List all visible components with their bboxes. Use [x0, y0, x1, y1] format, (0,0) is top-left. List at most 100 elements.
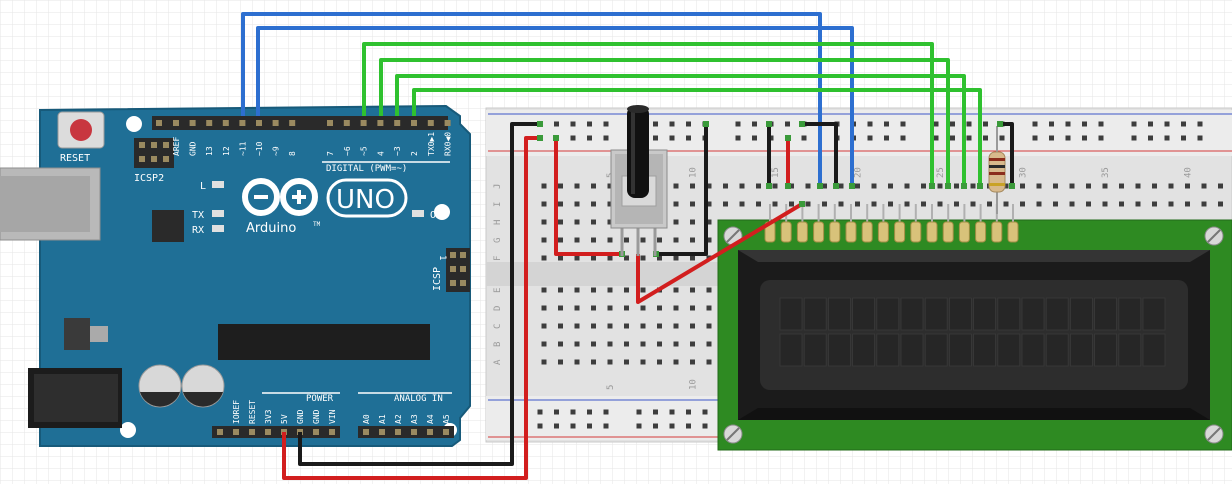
breadboard-hole[interactable] [607, 323, 613, 329]
power-pin-hole[interactable] [265, 429, 271, 435]
rail-hole[interactable] [603, 409, 609, 415]
rail-hole[interactable] [653, 409, 658, 415]
breadboard-hole[interactable] [591, 305, 596, 311]
breadboard-hole[interactable] [706, 341, 712, 347]
digital-pin-hole[interactable] [377, 120, 384, 126]
breadboard-hole[interactable] [1135, 201, 1141, 207]
rail-hole[interactable] [966, 135, 972, 141]
breadboard-hole[interactable] [558, 237, 563, 243]
breadboard-hole[interactable] [541, 305, 547, 311]
breadboard-hole[interactable] [640, 323, 646, 329]
rail-hole[interactable] [537, 409, 543, 415]
digital-pin-hole[interactable] [206, 120, 213, 126]
rail-hole[interactable] [570, 423, 576, 429]
rail-hole[interactable] [1098, 135, 1104, 141]
rail-hole[interactable] [702, 409, 708, 415]
breadboard-hole[interactable] [706, 359, 712, 365]
breadboard-hole[interactable] [607, 183, 613, 189]
rail-hole[interactable] [1164, 135, 1170, 141]
rail-hole[interactable] [603, 135, 609, 141]
analog-pin-hole[interactable] [363, 429, 369, 435]
breadboard-hole[interactable] [640, 287, 646, 293]
breadboard-hole[interactable] [574, 255, 580, 261]
breadboard-hole[interactable] [1036, 183, 1042, 189]
breadboard-hole[interactable] [706, 287, 712, 293]
breadboard-hole[interactable] [1086, 183, 1091, 189]
digital-pin-hole[interactable] [394, 120, 401, 126]
digital-pin-hole[interactable] [189, 120, 196, 126]
rail-hole[interactable] [966, 121, 972, 127]
breadboard-hole[interactable] [805, 201, 811, 207]
breadboard-hole[interactable] [558, 183, 563, 189]
rail-hole[interactable] [1181, 135, 1186, 141]
breadboard-hole[interactable] [673, 183, 679, 189]
breadboard-hole[interactable] [888, 183, 893, 189]
breadboard-hole[interactable] [756, 201, 761, 207]
digital-pin-hole[interactable] [256, 120, 262, 126]
breadboard-hole[interactable] [607, 287, 613, 293]
breadboard-hole[interactable] [1020, 183, 1025, 189]
breadboard-hole[interactable] [1003, 201, 1009, 207]
rail-hole[interactable] [686, 135, 691, 141]
breadboard-hole[interactable] [871, 201, 877, 207]
rail-hole[interactable] [669, 423, 675, 429]
breadboard-hole[interactable] [607, 201, 613, 207]
breadboard-hole[interactable] [838, 201, 844, 207]
digital-pin-hole[interactable] [222, 120, 229, 126]
rail-hole[interactable] [669, 135, 675, 141]
breadboard-hole[interactable] [855, 183, 860, 189]
analog-pin-hole[interactable] [411, 429, 417, 435]
breadboard-hole[interactable] [789, 201, 794, 207]
breadboard-hole[interactable] [690, 183, 695, 189]
breadboard-hole[interactable] [657, 255, 662, 261]
breadboard-hole[interactable] [574, 323, 580, 329]
rail-hole[interactable] [570, 121, 576, 127]
breadboard-hole[interactable] [739, 183, 745, 189]
rail-hole[interactable] [1148, 135, 1153, 141]
breadboard-hole[interactable] [1036, 201, 1042, 207]
breadboard-hole[interactable] [1218, 183, 1223, 189]
breadboard-hole[interactable] [541, 287, 547, 293]
rail-hole[interactable] [587, 121, 592, 127]
breadboard-hole[interactable] [591, 183, 596, 189]
breadboard-hole[interactable] [723, 183, 728, 189]
breadboard-hole[interactable] [558, 359, 563, 365]
rail-hole[interactable] [686, 409, 691, 415]
breadboard-hole[interactable] [558, 287, 563, 293]
breadboard-hole[interactable] [954, 183, 959, 189]
rail-hole[interactable] [603, 423, 609, 429]
breadboard-hole[interactable] [706, 183, 712, 189]
rail-hole[interactable] [1197, 121, 1203, 127]
breadboard-hole[interactable] [1201, 201, 1207, 207]
breadboard-hole[interactable] [591, 323, 596, 329]
power-pin-hole[interactable] [217, 429, 223, 435]
rail-hole[interactable] [554, 423, 559, 429]
breadboard-hole[interactable] [1135, 183, 1141, 189]
breadboard-hole[interactable] [1185, 201, 1190, 207]
rail-hole[interactable] [1131, 121, 1137, 127]
rail-hole[interactable] [933, 135, 939, 141]
breadboard-hole[interactable] [541, 323, 547, 329]
breadboard-hole[interactable] [640, 305, 646, 311]
breadboard-hole[interactable] [1102, 201, 1108, 207]
breadboard-hole[interactable] [1069, 183, 1075, 189]
breadboard-hole[interactable] [591, 341, 596, 347]
breadboard-hole[interactable] [1119, 183, 1124, 189]
breadboard-hole[interactable] [591, 255, 596, 261]
breadboard-hole[interactable] [904, 183, 910, 189]
power-pin-hole[interactable] [249, 429, 255, 435]
breadboard-hole[interactable] [855, 201, 860, 207]
breadboard-hole[interactable] [558, 219, 563, 225]
rail-hole[interactable] [950, 121, 955, 127]
breadboard-hole[interactable] [591, 287, 596, 293]
breadboard-hole[interactable] [558, 255, 563, 261]
breadboard-hole[interactable] [970, 201, 976, 207]
breadboard-hole[interactable] [706, 323, 712, 329]
rail-hole[interactable] [999, 135, 1005, 141]
rail-hole[interactable] [1065, 135, 1071, 141]
rail-hole[interactable] [735, 121, 741, 127]
breadboard-hole[interactable] [706, 201, 712, 207]
breadboard-hole[interactable] [921, 183, 926, 189]
rail-hole[interactable] [1082, 121, 1087, 127]
power-pin-hole[interactable] [233, 429, 239, 435]
